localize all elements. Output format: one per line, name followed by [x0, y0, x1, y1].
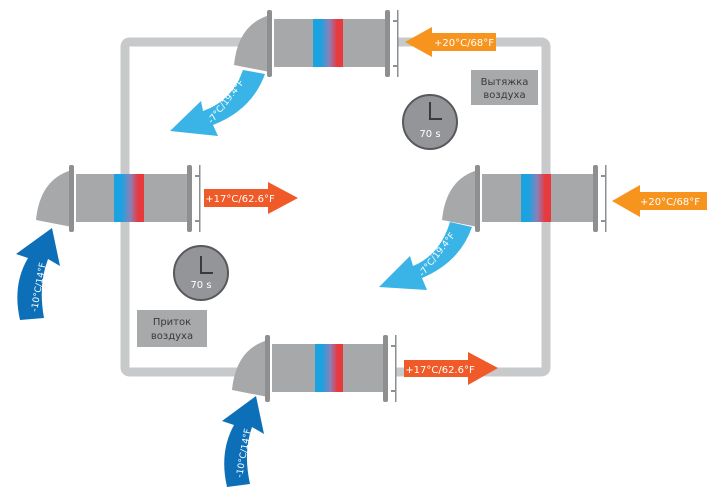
- timer-bottom-label: 70 s: [190, 280, 211, 291]
- outer-hood: [442, 170, 478, 227]
- curved-arrow-icon: [170, 70, 265, 136]
- clock-hands: [429, 102, 442, 120]
- heat-exchanger: [521, 174, 551, 222]
- clock-icon: [402, 94, 458, 150]
- arrow-top-out: -7°C/19.4°F: [170, 70, 265, 136]
- outer-hood: [232, 340, 268, 397]
- arrow-right-icon: [204, 182, 298, 214]
- ventilator-unit-bottom: [232, 335, 397, 402]
- grille: [395, 335, 397, 402]
- flange: [265, 335, 270, 402]
- outer-hood: [234, 15, 270, 72]
- arrow-left-icon: [612, 185, 707, 217]
- arrow-right-icon: [404, 352, 498, 385]
- timer-top-label: 70 s: [419, 129, 440, 140]
- arrow-left-in: -10°C/14°F: [16, 228, 60, 320]
- inner-flange: [187, 165, 192, 232]
- arrow-bottom-out-label: +17°C/62.6°F: [405, 365, 475, 376]
- arrow-top-in: +20°C/68°F: [405, 27, 496, 57]
- arrow-top-in-label: +20°C/68°F: [434, 38, 494, 49]
- flange: [69, 165, 74, 232]
- heat-exchanger: [313, 19, 343, 67]
- inner-flange: [385, 10, 390, 77]
- outer-hood: [36, 170, 72, 227]
- supply-label-line2: воздуха: [151, 331, 193, 342]
- grille: [605, 165, 607, 232]
- grille: [397, 10, 399, 77]
- supply-label-box: Приток воздуха: [137, 310, 207, 347]
- timer-bottom: 70 s: [173, 245, 229, 301]
- arrow-right-in: +20°C/68°F: [612, 185, 707, 217]
- arrow-left-icon: [405, 27, 496, 57]
- heat-exchanger: [114, 174, 144, 222]
- arrow-right-out: -7°C/19.4°F: [379, 222, 472, 290]
- timer-top: 70 s: [402, 94, 458, 150]
- flange: [267, 10, 272, 77]
- arrow-right-in-label: +20°C/68°F: [640, 197, 700, 208]
- curved-arrow-icon: [222, 396, 264, 487]
- supply-label-line1: Приток: [153, 317, 191, 328]
- inner-flange: [383, 335, 388, 402]
- ventilator-unit-top: [234, 10, 399, 77]
- exhaust-label-line2: воздуха: [483, 90, 525, 101]
- clock-hands: [200, 256, 213, 274]
- exhaust-label-line1: Вытяжка: [481, 77, 529, 88]
- arrow-left-out-label: +17°C/62.6°F: [205, 194, 275, 205]
- curved-arrow-icon: [16, 228, 60, 320]
- flange: [475, 165, 480, 232]
- arrow-left-out: +17°C/62.6°F: [204, 182, 298, 214]
- ventilator-unit-left: [36, 165, 201, 232]
- arrow-bottom-out: +17°C/62.6°F: [404, 352, 498, 385]
- grille: [199, 165, 201, 232]
- curved-arrow-icon: [379, 222, 472, 290]
- arrow-bottom-in: -10°C/14°F: [222, 396, 264, 487]
- exhaust-label-box: Вытяжка воздуха: [471, 70, 538, 105]
- inner-flange: [593, 165, 598, 232]
- heat-exchanger: [315, 344, 343, 392]
- ventilator-unit-right: [442, 165, 607, 232]
